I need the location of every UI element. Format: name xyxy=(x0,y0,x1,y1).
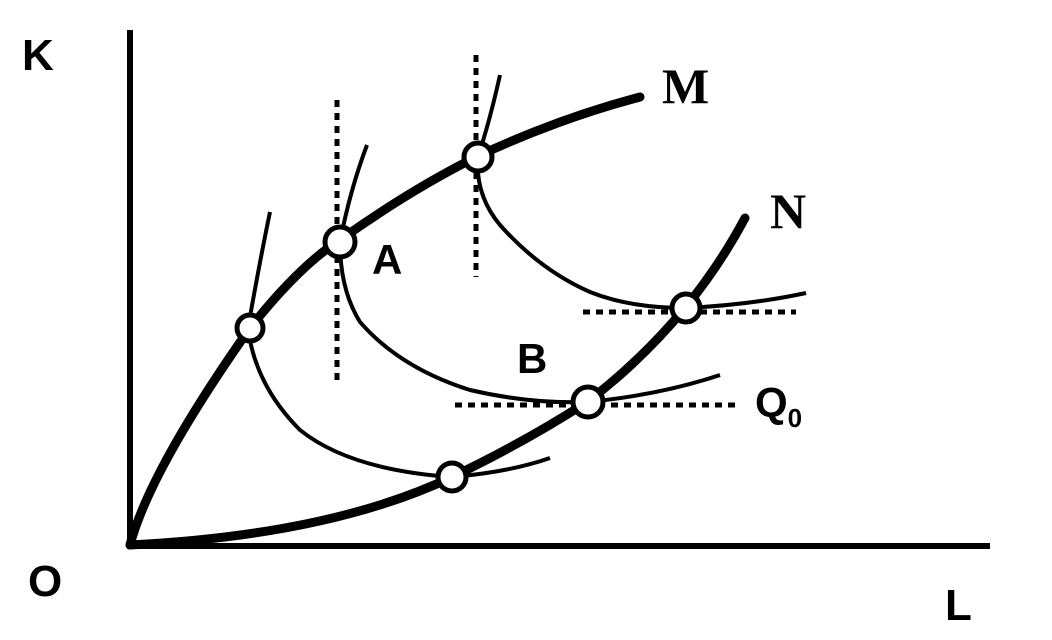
isoquant-upper xyxy=(475,74,807,311)
ridge-line-m xyxy=(125,92,645,550)
isoquant-q0-subscript: 0 xyxy=(788,403,802,433)
isoquant-q0-label: Q0 xyxy=(755,379,802,433)
point-a-marker xyxy=(322,224,358,260)
ridge-line-m-label: M xyxy=(662,58,709,114)
point-b-marker xyxy=(570,384,606,420)
point-n-lower xyxy=(435,460,469,494)
y-axis-label: K xyxy=(22,31,54,80)
point-n-upper xyxy=(669,291,703,325)
point-b-label: B xyxy=(517,335,547,382)
point-m-upper xyxy=(461,140,495,174)
ridge-line-n-label: N xyxy=(770,183,806,239)
isoquant-q0-name: Q xyxy=(755,379,788,426)
origin-label: O xyxy=(28,557,62,606)
x-axis-label: L xyxy=(945,581,972,630)
point-m-lower xyxy=(234,312,266,344)
ridge-line-n xyxy=(125,213,750,550)
isoquant-lower xyxy=(245,211,551,480)
point-a-label: A xyxy=(372,236,402,283)
